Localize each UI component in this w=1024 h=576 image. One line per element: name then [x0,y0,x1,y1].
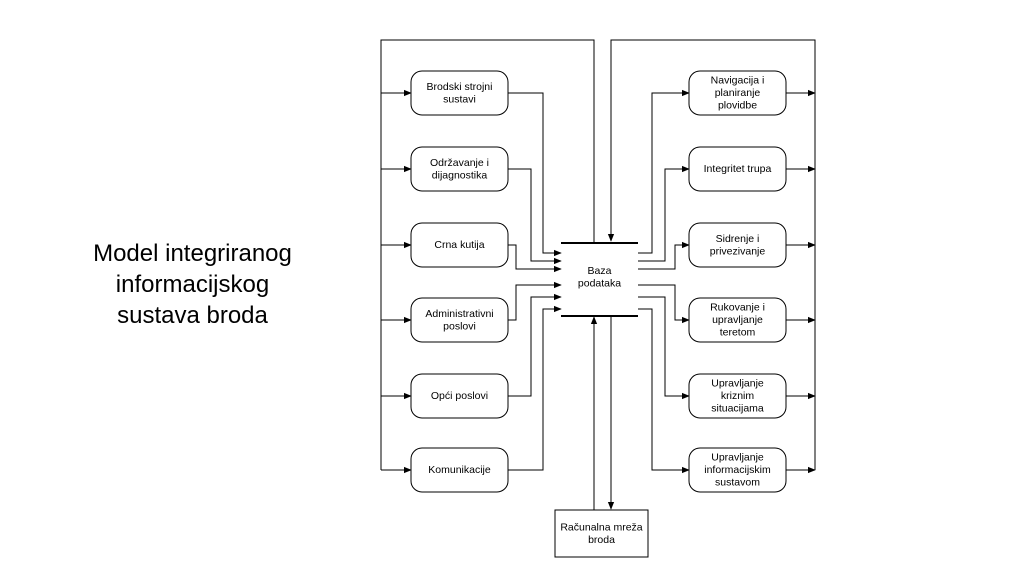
right-node-integritet-line-1: Integritet trupa [704,163,772,175]
right-bus-line [607,39,816,470]
right-link-5 [638,296,690,400]
network-label-line-1: Računalna mreža [560,521,642,533]
left-bus-line [380,39,595,470]
right-link-3 [638,241,690,270]
right-node-krizne-line-3: situacijama [711,403,764,415]
left-node-admin-box [410,297,509,343]
left-node-komunikacije-box [410,447,509,493]
right-node-rukovanje-box [688,297,787,343]
right-node-rukovanje-line-2: upravljanje [712,314,763,326]
left-node-opci: Opći poslovi [410,373,509,419]
center-label-line-2: podataka [578,277,621,289]
right-node-navigacija-line-3: plovidbe [718,100,757,112]
left-link-1 [508,92,562,257]
left-node-crna: Crna kutija [410,222,509,268]
left-node-komunikacije: Komunikacije [410,447,509,493]
right-node-krizne-line-1: Upravljanje [711,378,764,390]
right-node-integritet-box [688,146,787,192]
left-node-brodski-line-1: Brodski strojni [427,81,493,93]
title-line-3: sustava broda [117,302,268,329]
right-link-1 [638,89,690,254]
right-node-krizne-line-2: kriznim [721,390,755,402]
left-node-odrzavanje-box [410,146,509,192]
left-link-2 [508,168,562,265]
right-node-navigacija-line-2: planiranje [715,87,761,99]
left-node-crna-line-1: Crna kutija [434,239,484,251]
left-node-odrzavanje-line-1: Održavanje i [430,157,489,169]
left-node-opci-box [410,373,509,419]
right-node-krizne-box [688,373,787,419]
right-node-sidrenje-line-2: privezivanje [710,245,766,257]
right-link-6 [638,308,690,474]
left-node-admin-line-1: Administrativni [425,308,493,320]
center-label-line-1: Baza [588,265,612,277]
right-link-4 [638,284,690,324]
right-node-navigacija-line-1: Navigacija i [711,75,765,87]
slide-title: Model integriranog informacijskog sustav… [70,238,315,331]
right-node-navigacija-box [688,70,787,116]
right-node-informacijski-box [688,447,787,493]
left-node-crna-box [410,222,509,268]
left-node-brodski-line-2: sustavi [443,93,476,105]
right-node-informacijski-line-2: informacijskim [704,464,771,476]
connector-lines [380,39,816,510]
left-node-admin-line-2: poslovi [443,320,476,332]
right-node-rukovanje-line-1: Rukovanje i [710,302,765,314]
right-node-rukovanje-line-3: teretom [720,327,756,339]
network-label-line-2: broda [588,534,615,546]
network-node-box [554,509,649,558]
left-link-4 [508,281,562,321]
right-link-2 [638,165,690,262]
right-node-informacijski-line-3: sustavom [715,477,760,489]
left-link-3 [508,244,562,273]
right-node-integritet: Integritet trupa [688,146,787,192]
right-node-sidrenje-box [688,222,787,268]
right-node-informacijski-line-1: Upravljanje [711,452,764,464]
left-node-odrzavanje-line-2: dijagnostika [432,169,488,181]
title-line-1: Model integriranog [93,240,292,267]
left-link-5 [508,293,562,397]
title-line-2: informacijskog [115,271,270,298]
left-node-brodski-box [410,70,509,116]
left-node-opci-line-1: Opći poslovi [431,390,488,402]
left-node-komunikacije-line-1: Komunikacije [428,464,491,476]
left-link-6 [508,305,562,471]
right-node-sidrenje-line-1: Sidrenje i [716,233,760,245]
